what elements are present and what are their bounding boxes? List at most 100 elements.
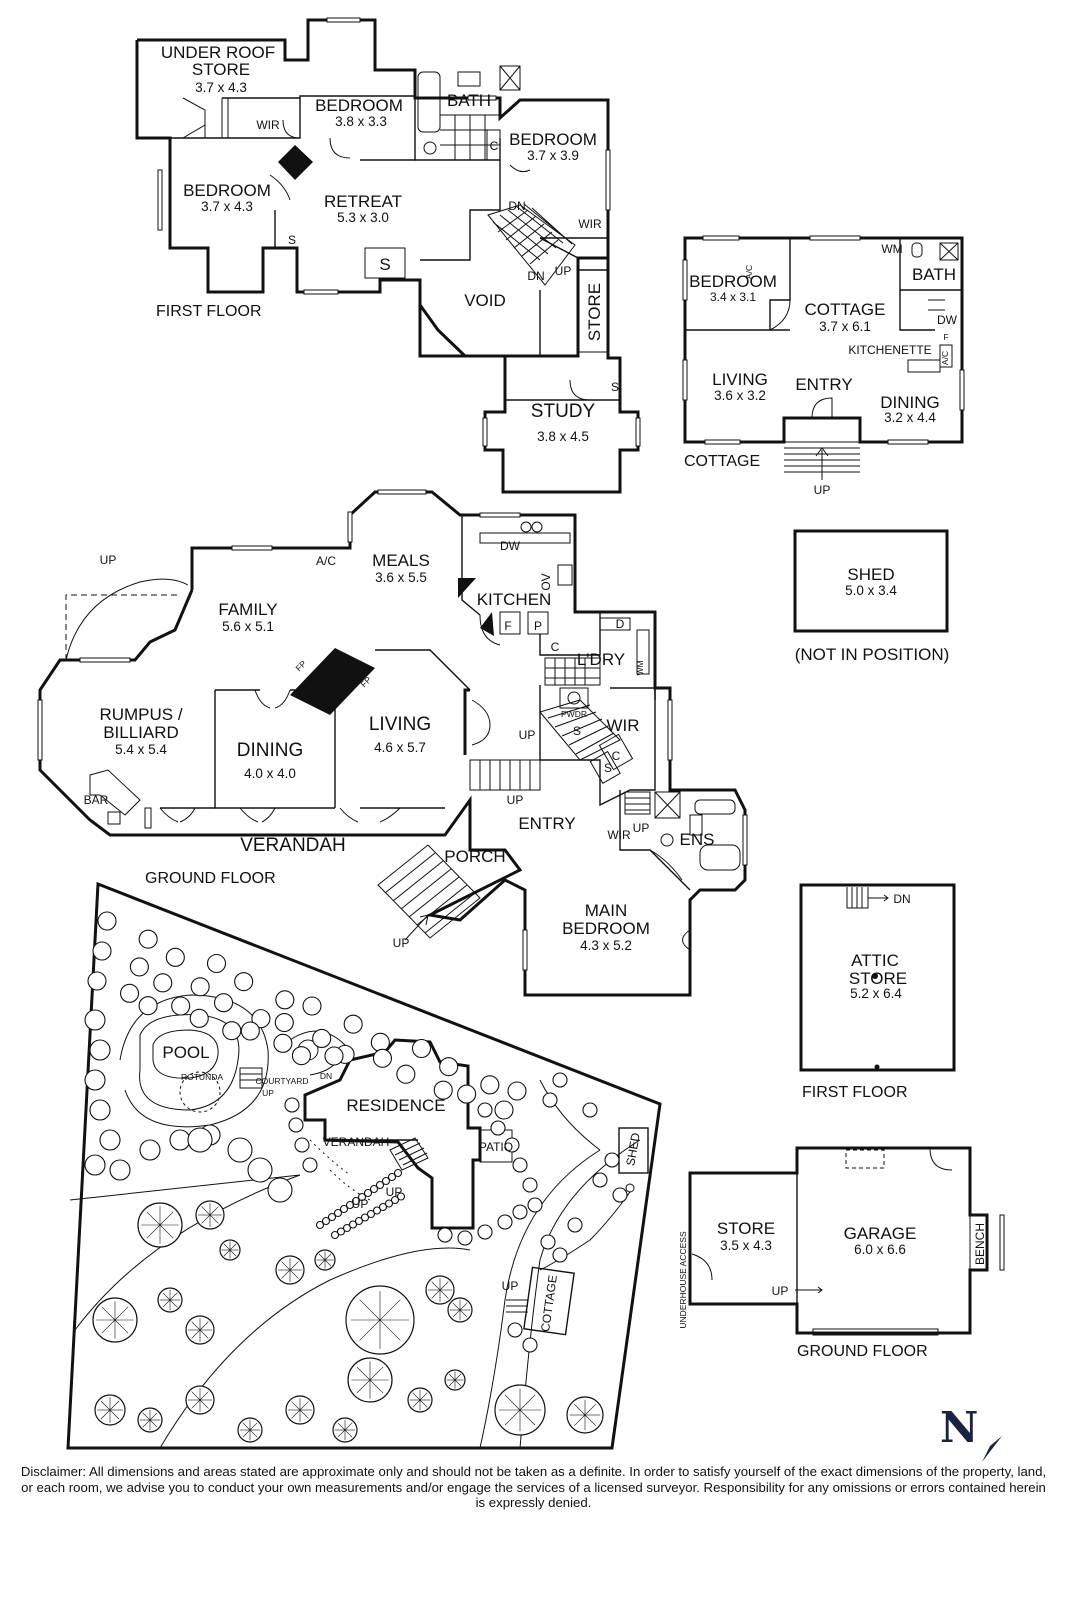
tree-icon — [94, 1394, 126, 1426]
cottage-bedroom-dims: 3.4 x 3.1 — [710, 290, 756, 304]
tree-icon — [494, 1384, 546, 1436]
shrub-icon — [321, 1216, 331, 1226]
kitchenette-label: KITCHENETTE — [848, 343, 931, 357]
family-label: FAMILY — [218, 600, 277, 619]
shrub-icon — [512, 1204, 528, 1220]
attic-label-1: ATTIC — [851, 951, 899, 970]
shed-label: SHED — [847, 565, 894, 584]
shrub-icon — [396, 1064, 416, 1084]
tree-icon — [425, 1275, 455, 1305]
first-floor-plan — [135, 17, 641, 494]
under-roof-store-dims: 3.7 x 4.3 — [195, 80, 247, 95]
shrub-icon — [339, 1204, 349, 1214]
cottage-bath-label: BATH — [912, 265, 956, 284]
shrub-icon — [390, 1195, 400, 1205]
shrub-icon — [411, 1038, 432, 1059]
shrub-icon — [370, 1032, 390, 1052]
shrub-icon — [288, 1117, 304, 1133]
shrub-icon — [92, 941, 112, 961]
rumpus-label-2: BILLIARD — [103, 723, 179, 742]
shrub-icon — [274, 1012, 294, 1033]
shrub-icon — [522, 1337, 538, 1353]
retreat-label: RETREAT — [324, 192, 402, 211]
tree-icon — [285, 1395, 315, 1425]
retreat-dims: 5.3 x 3.0 — [337, 210, 389, 225]
bedroom-c-label: BEDROOM — [183, 181, 271, 200]
stair-s-mark-1: S — [573, 724, 581, 738]
shrub-icon — [84, 1069, 106, 1091]
shed-note: (NOT IN POSITION) — [795, 645, 950, 664]
ground-floor-caption: GROUND FLOOR — [145, 870, 276, 887]
garage-label: GARAGE — [844, 1224, 917, 1243]
bar-label: BAR — [84, 793, 109, 807]
ensuite-label: ENS — [680, 830, 715, 849]
shrub-icon — [267, 1177, 293, 1203]
fireplace-mark-1: FP — [293, 658, 308, 673]
shrub-icon — [302, 1157, 318, 1173]
cottage-dining-dims: 3.2 x 4.4 — [884, 410, 936, 425]
residence-label: RESIDENCE — [346, 1096, 445, 1115]
powder-room-mark: PWDR — [561, 709, 587, 719]
shrub-icon — [190, 977, 210, 997]
shrub-icon — [189, 1008, 209, 1028]
shrub-icon — [240, 1021, 260, 1041]
rumpus-label-1: RUMPUS / — [99, 705, 182, 724]
ensuite-up-mark: UP — [633, 821, 650, 835]
tree-icon — [347, 1357, 393, 1403]
store-label: STORE — [585, 283, 604, 341]
dining-label: DINING — [237, 740, 304, 761]
site-up-mark-3: UP — [386, 1185, 403, 1199]
garage-up-mark: UP — [772, 1284, 789, 1298]
shrub-icon — [138, 996, 158, 1016]
shrub-icon — [375, 1180, 385, 1190]
shrub-icon — [393, 1168, 403, 1178]
shrub-icon — [396, 1192, 406, 1201]
stair-s-mark-2: S — [604, 761, 612, 775]
cottage-dining-label: DINING — [880, 393, 940, 412]
living-dims: 4.6 x 5.7 — [374, 740, 426, 755]
main-bedroom-label-2: BEDROOM — [562, 919, 650, 938]
cupboard-mark-2: C — [612, 749, 621, 763]
void-label: VOID — [464, 291, 506, 310]
cottage-room-label: COTTAGE — [805, 300, 886, 319]
shrub-icon — [540, 1234, 556, 1250]
north-arrow-icon: N — [940, 1403, 1002, 1462]
rumpus-dims: 5.4 x 5.4 — [115, 742, 167, 757]
dn-mark-2: DN — [527, 269, 544, 283]
site-up-mark-4: UP — [502, 1279, 519, 1293]
tree-icon — [157, 1287, 183, 1313]
washing-machine-mark: WM — [635, 660, 645, 675]
shrub-icon — [437, 1227, 453, 1243]
cottage-f-mark: F — [943, 332, 948, 342]
shed-dims: 5.0 x 3.4 — [845, 583, 897, 598]
shrub-icon — [552, 1072, 568, 1088]
cottage-living-label: LIVING — [712, 370, 768, 389]
under-roof-store-label-1: UNDER ROOF — [161, 43, 275, 62]
site-up-mark-2: UP — [352, 1197, 369, 1211]
main-bedroom-dims: 4.3 x 5.2 — [580, 938, 632, 953]
s-mark: S — [288, 233, 296, 247]
disclaimer-text: Disclaimer: All dimensions and areas sta… — [20, 1464, 1047, 1510]
shrub-icon — [109, 1159, 131, 1181]
shrub-icon — [527, 1197, 543, 1213]
bedroom-a-label: BEDROOM — [315, 96, 403, 115]
garage-caption: GROUND FLOOR — [797, 1343, 928, 1360]
cottage-room-dims: 3.7 x 6.1 — [819, 319, 871, 334]
shrub-icon — [457, 1230, 473, 1246]
tree-icon — [237, 1417, 263, 1443]
shrub-icon — [480, 1075, 500, 1095]
shrub-icon — [381, 1176, 391, 1186]
tree-icon — [345, 1285, 415, 1355]
shrub-icon — [507, 1322, 523, 1338]
meals-dims: 3.6 x 5.5 — [375, 570, 427, 585]
shrub-icon — [302, 996, 322, 1016]
wir-mark: WIR — [256, 118, 280, 132]
ac-mark: A/C — [316, 554, 336, 568]
laundry-label: L'DRY — [577, 650, 625, 669]
site-cottage-label: COTTAGE — [538, 1274, 560, 1333]
under-roof-store-label-2: STORE — [192, 60, 250, 79]
shrub-icon — [294, 1137, 310, 1153]
shrub-icon — [247, 1157, 273, 1183]
bench-label: BENCH — [973, 1223, 987, 1265]
